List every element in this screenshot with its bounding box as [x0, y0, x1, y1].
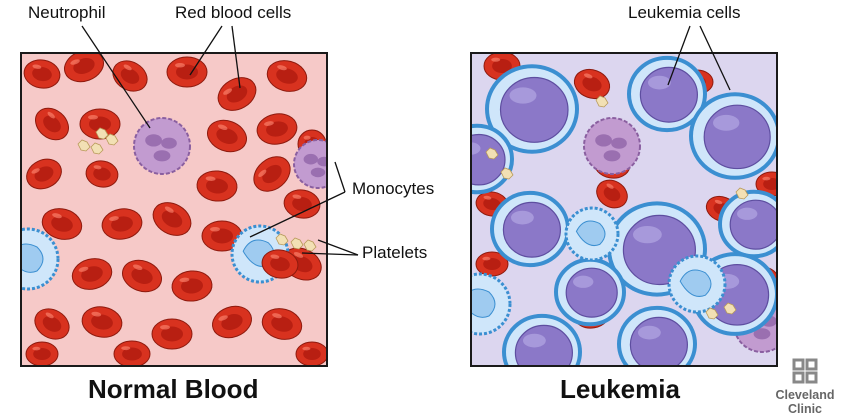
- leukemia-cell: [554, 257, 626, 327]
- red-blood-cell: [217, 77, 257, 111]
- red-blood-cell: [171, 270, 213, 302]
- red-blood-cell: [196, 170, 238, 202]
- red-blood-cell: [573, 68, 611, 100]
- leukemia-cell: [718, 189, 776, 259]
- platelets-label: Platelets: [362, 243, 428, 262]
- red-blood-cell: [207, 119, 247, 153]
- red-blood-cells-label: Red blood cells: [175, 3, 292, 22]
- red-blood-cell: [596, 179, 628, 209]
- neutrophil-cell: [583, 117, 641, 175]
- monocyte: [472, 272, 512, 336]
- red-blood-cell: [475, 191, 509, 217]
- leukemia-cell: [502, 313, 582, 365]
- red-blood-cell: [25, 341, 59, 365]
- logo-text-line-1: Cleveland: [775, 388, 835, 402]
- leukemia-panel: [470, 52, 778, 367]
- red-blood-cell: [261, 249, 299, 279]
- red-blood-cell: [71, 258, 113, 290]
- red-blood-cell: [151, 318, 193, 350]
- leukemia-cells-label: Leukemia cells: [628, 3, 741, 22]
- platelet: [90, 142, 104, 155]
- red-blood-cell: [295, 341, 326, 365]
- platelet: [77, 139, 91, 152]
- platelet: [290, 237, 304, 250]
- cleveland-clinic-logo: Cleveland Clinic: [770, 358, 840, 417]
- monocytes-label: Monocytes: [352, 179, 435, 198]
- platelet: [303, 239, 317, 252]
- monocyte: [564, 206, 620, 262]
- monocyte: [22, 227, 60, 291]
- red-blood-cell: [755, 171, 776, 197]
- red-blood-cell: [152, 202, 192, 236]
- logo-text-line-2: Clinic: [787, 401, 823, 416]
- normal-blood-caption: Normal Blood: [88, 374, 259, 404]
- normal-blood-panel: [20, 52, 328, 367]
- cleveland-clinic-logo-icon: [792, 358, 818, 384]
- red-blood-cell: [253, 156, 291, 192]
- leukemia-illustration: [472, 54, 776, 365]
- normal-blood-illustration: [22, 54, 326, 365]
- neutrophil-label: Neutrophil: [28, 3, 106, 22]
- red-blood-cell: [101, 208, 143, 240]
- leukemia-caption: Leukemia: [560, 374, 680, 404]
- monocyte: [667, 254, 727, 314]
- red-blood-cell: [261, 308, 303, 340]
- red-blood-cell: [41, 208, 83, 240]
- platelet: [723, 302, 737, 315]
- leukemia-cell: [617, 305, 697, 365]
- red-blood-cell: [256, 113, 298, 145]
- leukemia-cell: [490, 190, 570, 268]
- platelet: [735, 187, 749, 200]
- red-blood-cell: [23, 59, 61, 89]
- red-blood-cell: [266, 60, 308, 92]
- neutrophil-cell: [293, 139, 326, 189]
- red-blood-cell: [35, 107, 69, 141]
- platelet: [105, 133, 119, 146]
- platelet: [500, 167, 514, 180]
- red-blood-cell: [81, 306, 123, 338]
- red-blood-cell: [34, 308, 70, 340]
- platelet: [595, 95, 609, 108]
- red-blood-cell: [475, 251, 509, 277]
- monocytes-leader-line-2: [334, 161, 346, 193]
- platelet: [485, 147, 499, 160]
- red-blood-cell: [113, 340, 151, 365]
- leukemia-cell: [689, 92, 776, 180]
- red-blood-cell: [122, 259, 162, 293]
- red-blood-cell: [201, 220, 243, 252]
- platelet: [705, 307, 719, 320]
- leukemia-cell: [485, 64, 579, 154]
- red-blood-cell: [26, 158, 62, 190]
- red-blood-cell: [166, 56, 208, 88]
- red-blood-cell: [85, 160, 119, 188]
- neutrophil-cell: [133, 117, 191, 175]
- red-blood-cell: [212, 305, 252, 339]
